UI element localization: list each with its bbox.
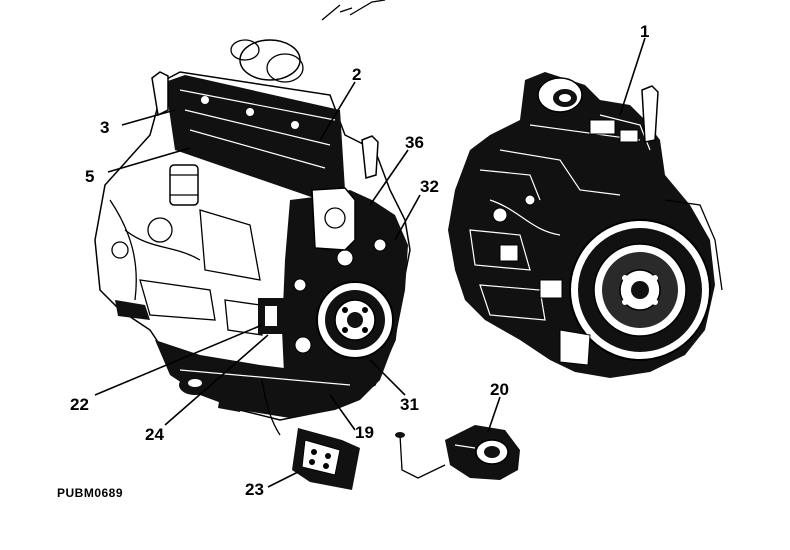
leader-lines: [94, 37, 646, 488]
figure-code: PUBM0689: [57, 486, 123, 500]
callout-20: 20: [490, 380, 509, 399]
right-engine-illustration: [448, 72, 723, 378]
callout-32: 32: [420, 177, 439, 196]
callout-24: 24: [145, 425, 164, 444]
callout-22: 22: [70, 395, 89, 414]
top-fragment: [321, 0, 386, 21]
callout-1: 1: [640, 22, 649, 41]
callout-5: 5: [85, 167, 94, 186]
callout-36: 36: [405, 133, 424, 152]
callout-31: 31: [400, 395, 419, 414]
left-engine-illustration: [94, 39, 411, 436]
callout-19: 19: [355, 423, 374, 442]
part-20-housing: [395, 425, 520, 480]
callout-2: 2: [352, 65, 361, 84]
callout-3: 3: [100, 118, 109, 137]
callout-labels: 1 2 3 5 36 32 22 24 31 19 20 23: [70, 22, 649, 499]
callout-23: 23: [245, 480, 264, 499]
part-23-cover-plate: [292, 428, 360, 490]
